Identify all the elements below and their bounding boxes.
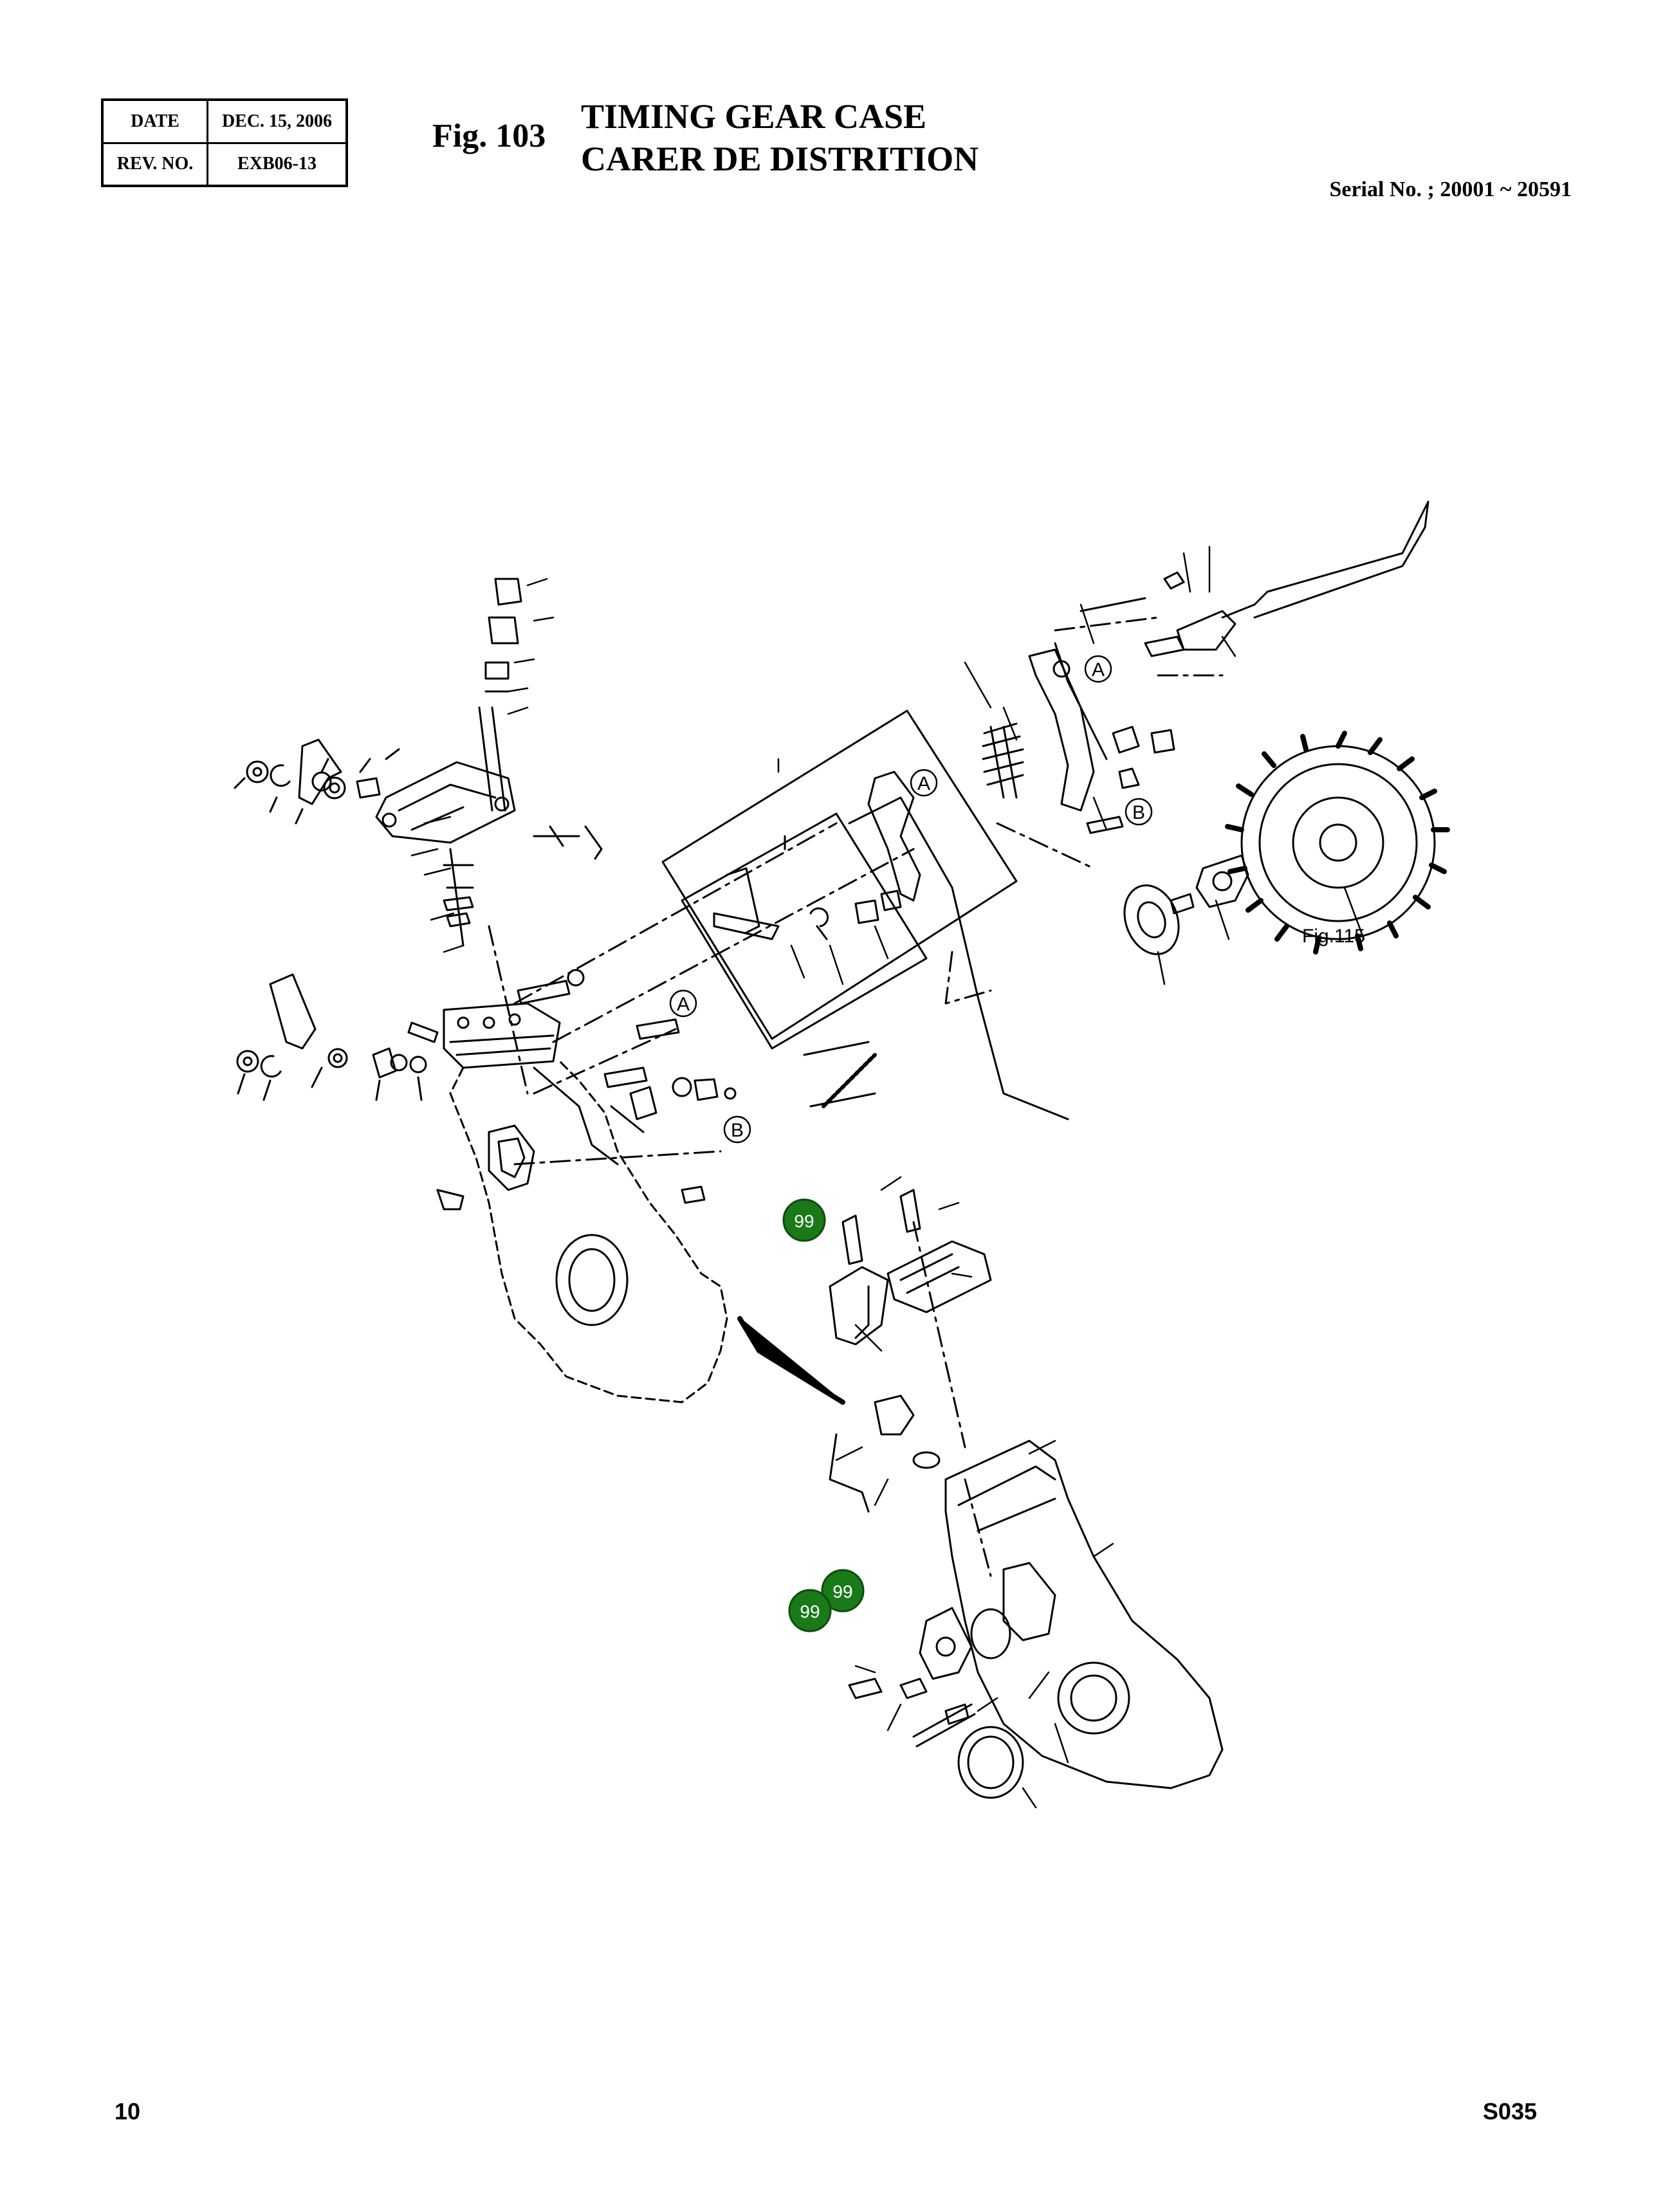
linkage-box bbox=[661, 709, 1069, 1120]
badge-99-top: 99 bbox=[782, 1198, 826, 1242]
callout-a-left-label: A bbox=[677, 994, 690, 1015]
left-lever-upper bbox=[234, 738, 400, 825]
rev-value: EXB06-13 bbox=[207, 142, 348, 187]
title-english: TIMING GEAR CASE bbox=[581, 97, 927, 136]
badge-99-bottom-label: 99 bbox=[800, 1602, 820, 1622]
lower-bracket-parts bbox=[829, 1189, 992, 1346]
callout-a-top-label: A bbox=[1092, 659, 1105, 681]
callout-b-left: B bbox=[723, 1115, 751, 1144]
callout-a-top: A bbox=[1084, 655, 1112, 683]
title-french: CARER DE DISTRITION bbox=[581, 140, 979, 178]
leader-lines bbox=[410, 545, 1365, 1809]
date-value: DEC. 15, 2006 bbox=[207, 98, 348, 144]
shaft-pins bbox=[407, 969, 877, 1211]
callout-b-left-label: B bbox=[731, 1120, 744, 1141]
page-number: 10 bbox=[115, 2098, 141, 2125]
right-linkage bbox=[982, 500, 1429, 834]
gear-group bbox=[1123, 731, 1450, 955]
serial-range: Serial No. ; 20001 ~ 20591 bbox=[1329, 178, 1572, 201]
pointer-arrow bbox=[737, 1316, 845, 1405]
left-lever-lower bbox=[236, 973, 427, 1101]
date-label: DATE bbox=[101, 98, 208, 144]
callout-a-mid: A bbox=[910, 769, 938, 797]
guide-lines bbox=[488, 616, 1224, 1577]
document-code: S035 bbox=[1482, 2098, 1537, 2125]
fig-115-reference: Fig.115 bbox=[1302, 926, 1365, 947]
revision-table: DATE DEC. 15, 2006 REV. NO. EXB06-13 bbox=[101, 98, 348, 187]
callout-a-left: A bbox=[669, 989, 697, 1018]
governor-housing-upper bbox=[375, 578, 603, 947]
badge-99-middle: 99 bbox=[821, 1569, 865, 1613]
badge-99-top-label: 99 bbox=[794, 1211, 814, 1231]
gear-case-lower bbox=[829, 1394, 1224, 1799]
figure-number: Fig. 103 bbox=[432, 118, 546, 154]
badge-99-middle-label: 99 bbox=[832, 1582, 852, 1602]
badge-99-bottom: 99 bbox=[788, 1589, 832, 1632]
gear-case-upper bbox=[443, 1002, 728, 1403]
callout-b-right-label: B bbox=[1132, 802, 1145, 823]
callout-b-right: B bbox=[1125, 798, 1153, 826]
callout-a-mid-label: A bbox=[917, 773, 930, 794]
rev-label: REV. NO. bbox=[101, 142, 208, 187]
